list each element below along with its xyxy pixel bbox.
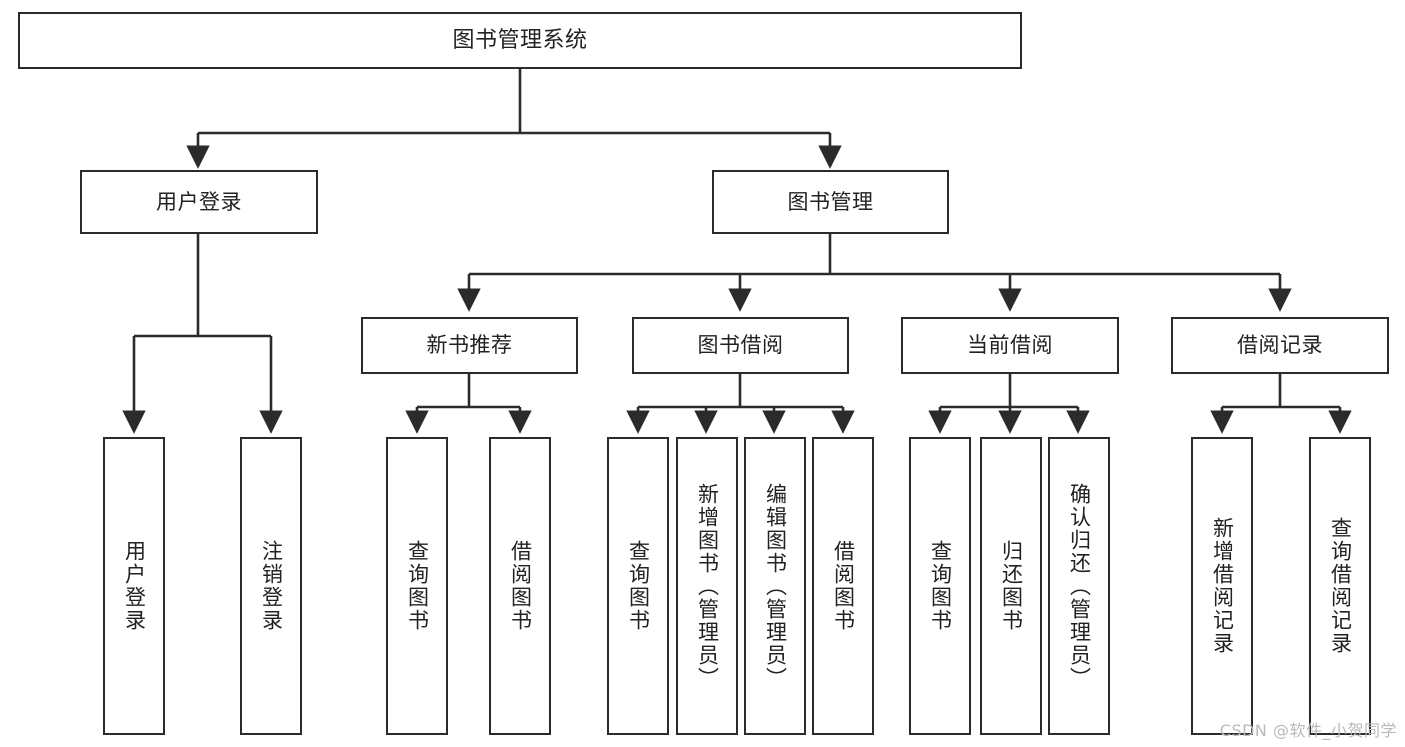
node-user-login[interactable]: 用户登录	[80, 170, 318, 234]
leaf-borrow-book-borrow-label: 借阅图书	[831, 540, 856, 632]
leaf-borrow-book-borrow[interactable]: 借阅图书	[812, 437, 874, 735]
leaf-logout-label: 注销登录	[259, 540, 284, 632]
node-book-borrow[interactable]: 图书借阅	[632, 317, 849, 374]
leaf-query-book-new[interactable]: 查询图书	[386, 437, 448, 735]
node-root-system[interactable]: 图书管理系统	[18, 12, 1022, 69]
leaf-query-book-new-label: 查询图书	[405, 540, 430, 632]
node-current-borrow-label: 当前借阅	[967, 333, 1053, 358]
leaf-borrow-book-new[interactable]: 借阅图书	[489, 437, 551, 735]
node-book-management[interactable]: 图书管理	[712, 170, 949, 234]
csdn-watermark: CSDN @软件_小贺同学	[1219, 721, 1397, 740]
leaf-user-login-label: 用户登录	[122, 540, 147, 632]
leaf-return-book-label: 归还图书	[999, 540, 1024, 632]
leaf-logout[interactable]: 注销登录	[240, 437, 302, 735]
leaf-edit-book[interactable]: 编辑图书（管理员）	[744, 437, 806, 735]
node-root-system-label: 图书管理系统	[452, 27, 588, 53]
leaf-add-book[interactable]: 新增图书（管理员）	[676, 437, 738, 735]
node-book-management-label: 图书管理	[787, 189, 874, 214]
leaf-query-borrow-record[interactable]: 查询借阅记录	[1309, 437, 1371, 735]
leaf-add-book-label: 新增图书（管理员）	[695, 482, 720, 690]
leaf-add-borrow-record[interactable]: 新增借阅记录	[1191, 437, 1253, 735]
node-current-borrow[interactable]: 当前借阅	[901, 317, 1119, 374]
leaf-add-borrow-record-label: 新增借阅记录	[1210, 517, 1235, 655]
node-book-borrow-label: 图书借阅	[697, 333, 784, 358]
node-borrow-record[interactable]: 借阅记录	[1171, 317, 1389, 374]
leaf-user-login[interactable]: 用户登录	[103, 437, 165, 735]
leaf-confirm-return-label: 确认归还（管理员）	[1067, 482, 1092, 690]
node-new-book-recommendation[interactable]: 新书推荐	[361, 317, 578, 374]
node-new-book-recommendation-label: 新书推荐	[426, 333, 513, 358]
leaf-query-borrow-record-label: 查询借阅记录	[1328, 517, 1353, 655]
leaf-query-book-borrow-label: 查询图书	[626, 540, 651, 632]
leaf-edit-book-label: 编辑图书（管理员）	[763, 482, 788, 690]
leaf-confirm-return[interactable]: 确认归还（管理员）	[1048, 437, 1110, 735]
leaf-query-book-current[interactable]: 查询图书	[909, 437, 971, 735]
leaf-return-book[interactable]: 归还图书	[980, 437, 1042, 735]
node-borrow-record-label: 借阅记录	[1237, 333, 1323, 358]
node-user-login-label: 用户登录	[156, 189, 242, 214]
leaf-query-book-current-label: 查询图书	[928, 540, 953, 632]
leaf-query-book-borrow[interactable]: 查询图书	[607, 437, 669, 735]
leaf-borrow-book-new-label: 借阅图书	[508, 540, 533, 632]
